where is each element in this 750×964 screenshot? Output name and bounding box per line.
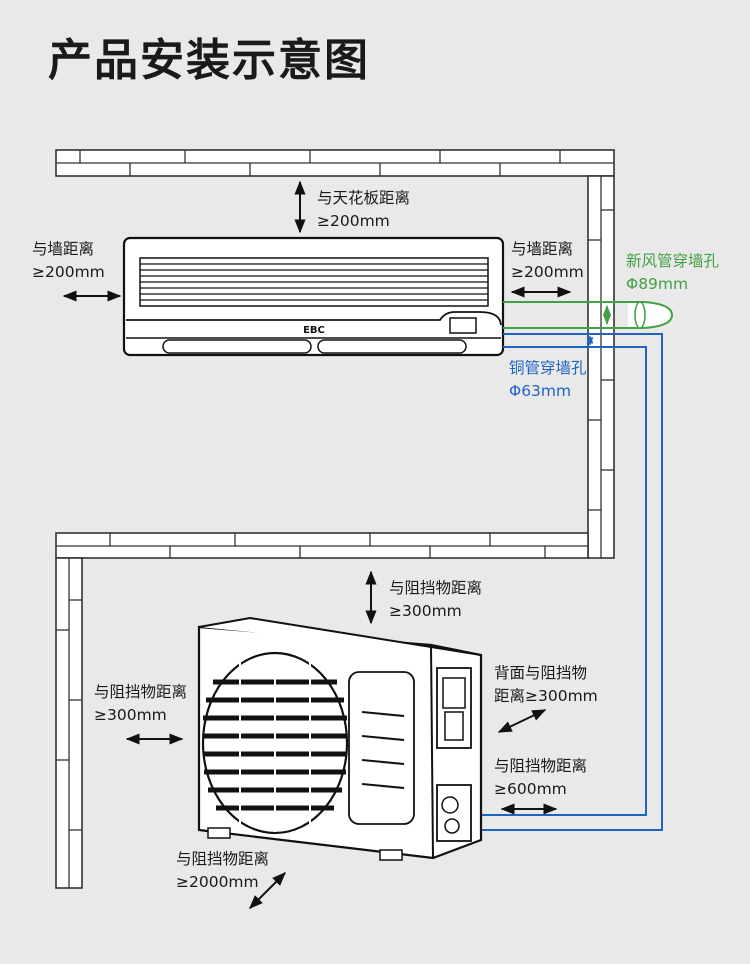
outdoor-back-arrow xyxy=(497,709,547,733)
fresh-air-pipe xyxy=(503,301,674,329)
copper-pipe xyxy=(470,333,663,831)
fresh-air-hole-label: 新风管穿墙孔 Φ89mm xyxy=(626,252,720,293)
side-wall xyxy=(587,175,615,559)
outdoor-front-arrow xyxy=(249,872,286,909)
outdoor-left-distance-label: 与阻挡物距离 ≥300mm xyxy=(94,683,188,724)
ceiling-distance-label: 与天花板距离 ≥200mm xyxy=(317,189,411,230)
outdoor-top-distance-label: 与阻挡物距离 ≥300mm xyxy=(389,579,483,620)
floor-slab xyxy=(55,532,589,559)
copper-hole-label: 铜管穿墙孔 Φ63mm xyxy=(509,359,587,400)
indoor-unit: EBC xyxy=(122,236,505,357)
brand-logo: EBC xyxy=(303,325,325,336)
wall-right-distance-label: 与墙距离 ≥200mm xyxy=(511,240,584,281)
outdoor-unit xyxy=(197,616,483,861)
outdoor-front-distance-label: 与阻挡物距离 ≥2000mm xyxy=(176,850,270,891)
outdoor-right-distance-label: 与阻挡物距离 ≥600mm xyxy=(494,757,588,798)
outdoor-wall xyxy=(55,557,83,889)
wall-left-distance-label: 与墙距离 ≥200mm xyxy=(32,240,105,281)
page-title: 产品安装示意图 xyxy=(48,35,370,86)
ceiling-wall xyxy=(55,149,615,177)
outdoor-back-distance-label: 背面与阻挡物 距离≥300mm xyxy=(494,664,598,705)
